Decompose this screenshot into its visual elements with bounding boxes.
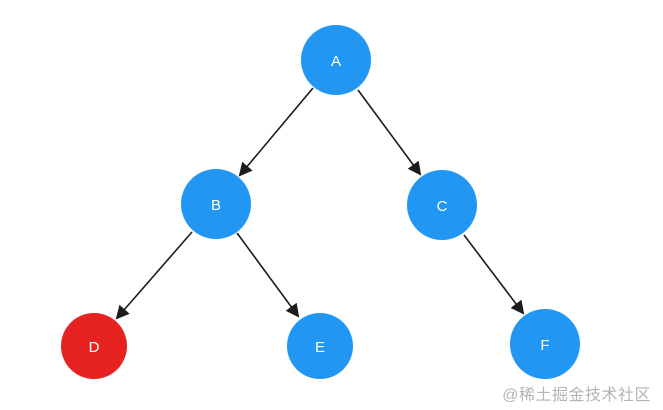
node-F-circle xyxy=(510,309,580,379)
node-E-label: E xyxy=(315,339,325,356)
node-B: B xyxy=(181,169,251,239)
node-E: E xyxy=(287,313,353,379)
node-A: A xyxy=(301,25,371,95)
watermark-text: @稀土掘金技术社区 xyxy=(502,387,651,404)
edges xyxy=(115,87,525,320)
node-F: F xyxy=(510,309,580,379)
edge-B-E xyxy=(236,232,300,318)
node-C-circle xyxy=(407,170,477,240)
node-D: D xyxy=(61,313,127,379)
node-A-label: A xyxy=(331,53,341,70)
node-D-circle xyxy=(61,313,127,379)
edge-A-B xyxy=(238,87,314,177)
node-E-circle xyxy=(287,313,353,379)
edge-A-C xyxy=(357,89,422,176)
node-F-label: F xyxy=(540,337,549,354)
node-D-label: D xyxy=(89,339,100,356)
node-A-circle xyxy=(301,25,371,95)
node-B-label: B xyxy=(211,197,221,214)
node-B-circle xyxy=(181,169,251,239)
edge-B-D xyxy=(115,231,193,320)
edge-C-F xyxy=(463,234,525,315)
node-C: C xyxy=(407,170,477,240)
node-C-label: C xyxy=(437,198,448,215)
